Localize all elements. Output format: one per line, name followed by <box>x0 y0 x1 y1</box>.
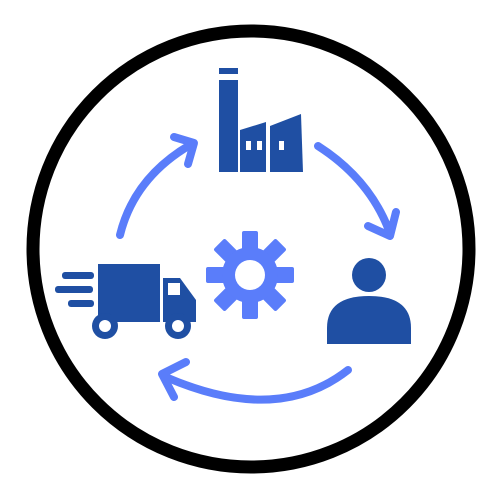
delivery-truck-icon <box>55 264 196 339</box>
factory-icon <box>219 68 303 172</box>
gear-icon <box>206 231 294 319</box>
gear-tooth <box>206 267 226 283</box>
arrow-factory-to-person <box>314 142 400 240</box>
arrow-truck-to-factory <box>116 133 198 239</box>
gear-tooth <box>242 231 258 251</box>
outer-ring <box>26 24 476 474</box>
gear-tooth <box>274 267 294 283</box>
person-icon <box>327 258 411 344</box>
arrow-person-to-truck <box>158 358 352 404</box>
gear-tooth <box>242 299 258 319</box>
